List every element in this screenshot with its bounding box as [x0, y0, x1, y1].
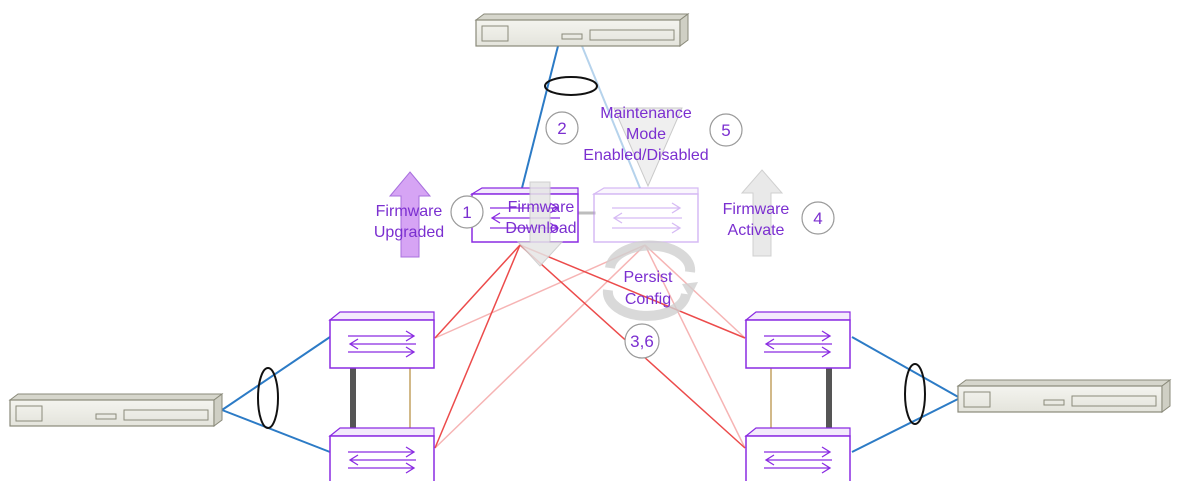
lag-ellipse-icon: [904, 363, 926, 425]
download-arrow-icon: [516, 181, 564, 267]
step-badge-4: 4: [801, 201, 835, 235]
maintenance-label: Maintenance Mode Enabled/Disabled: [583, 105, 708, 164]
lag-ellipse-icon: [257, 367, 279, 429]
step-badge-1: 1: [450, 195, 484, 229]
step-number-5: 5: [721, 121, 730, 140]
persist-config-label: Persist Config: [624, 269, 673, 308]
persist-config-line1: Persist: [624, 269, 673, 286]
switch-icon: [744, 311, 851, 369]
persist-cycle-icon: [602, 240, 698, 321]
server-icon: [8, 393, 224, 427]
isl-right-thick: [826, 368, 832, 430]
firmware-download-line2: Download: [505, 220, 576, 237]
link-right-server-upper: [851, 336, 961, 399]
network-links: [221, 45, 961, 453]
link-red-1: [434, 244, 521, 339]
step-badge-2: 2: [545, 111, 579, 145]
upgraded-arrow-icon: [388, 171, 432, 258]
link-left-server-upper: [221, 336, 331, 411]
link-faint-4: [644, 244, 746, 339]
step-number-1: 1: [462, 203, 471, 222]
maintenance-arrow-icon: [613, 107, 683, 188]
firmware-upgraded-line1: Firmware: [376, 203, 443, 220]
link-top-server-right-switch: [581, 45, 641, 189]
isl-left-thick: [350, 368, 356, 430]
firmware-upgraded-label: Firmware Upgraded: [374, 203, 444, 241]
link-left-server-lower: [221, 409, 331, 453]
step-number-4: 4: [813, 209, 822, 228]
firmware-download-line1: Firmware: [508, 199, 575, 216]
server-icon: [474, 13, 690, 47]
link-right-server-lower: [851, 397, 961, 453]
persist-config-line2: Config: [625, 291, 671, 308]
step-number-2: 2: [557, 119, 566, 138]
link-faint-1: [434, 244, 646, 449]
lag-ellipse-icon: [544, 76, 598, 96]
maintenance-label-line1: Maintenance: [600, 105, 692, 122]
firmware-activate-line2: Activate: [728, 222, 785, 239]
firmware-activate-label: Firmware Activate: [723, 201, 790, 239]
switch-icon: [328, 427, 435, 481]
server-icon: [956, 379, 1172, 413]
link-red-2: [434, 244, 521, 449]
switch-icon: [591, 187, 699, 243]
maintenance-label-line2: Mode: [626, 126, 666, 143]
activate-arrow-icon: [740, 169, 784, 257]
firmware-upgraded-line2: Upgraded: [374, 224, 444, 241]
firmware-activate-line1: Firmware: [723, 201, 790, 218]
link-red-3: [519, 244, 746, 339]
link-top-server-left-switch: [521, 45, 559, 189]
step-badge-5: 5: [709, 113, 743, 147]
step-number-3-6: 3,6: [630, 332, 654, 351]
maintenance-label-line3: Enabled/Disabled: [583, 147, 708, 164]
firmware-download-label: Firmware Download: [505, 199, 576, 237]
link-faint-3: [644, 244, 746, 449]
switch-icon: [744, 427, 851, 481]
step-badge-3-6: 3,6: [624, 323, 660, 359]
switch-icon: [328, 311, 435, 369]
